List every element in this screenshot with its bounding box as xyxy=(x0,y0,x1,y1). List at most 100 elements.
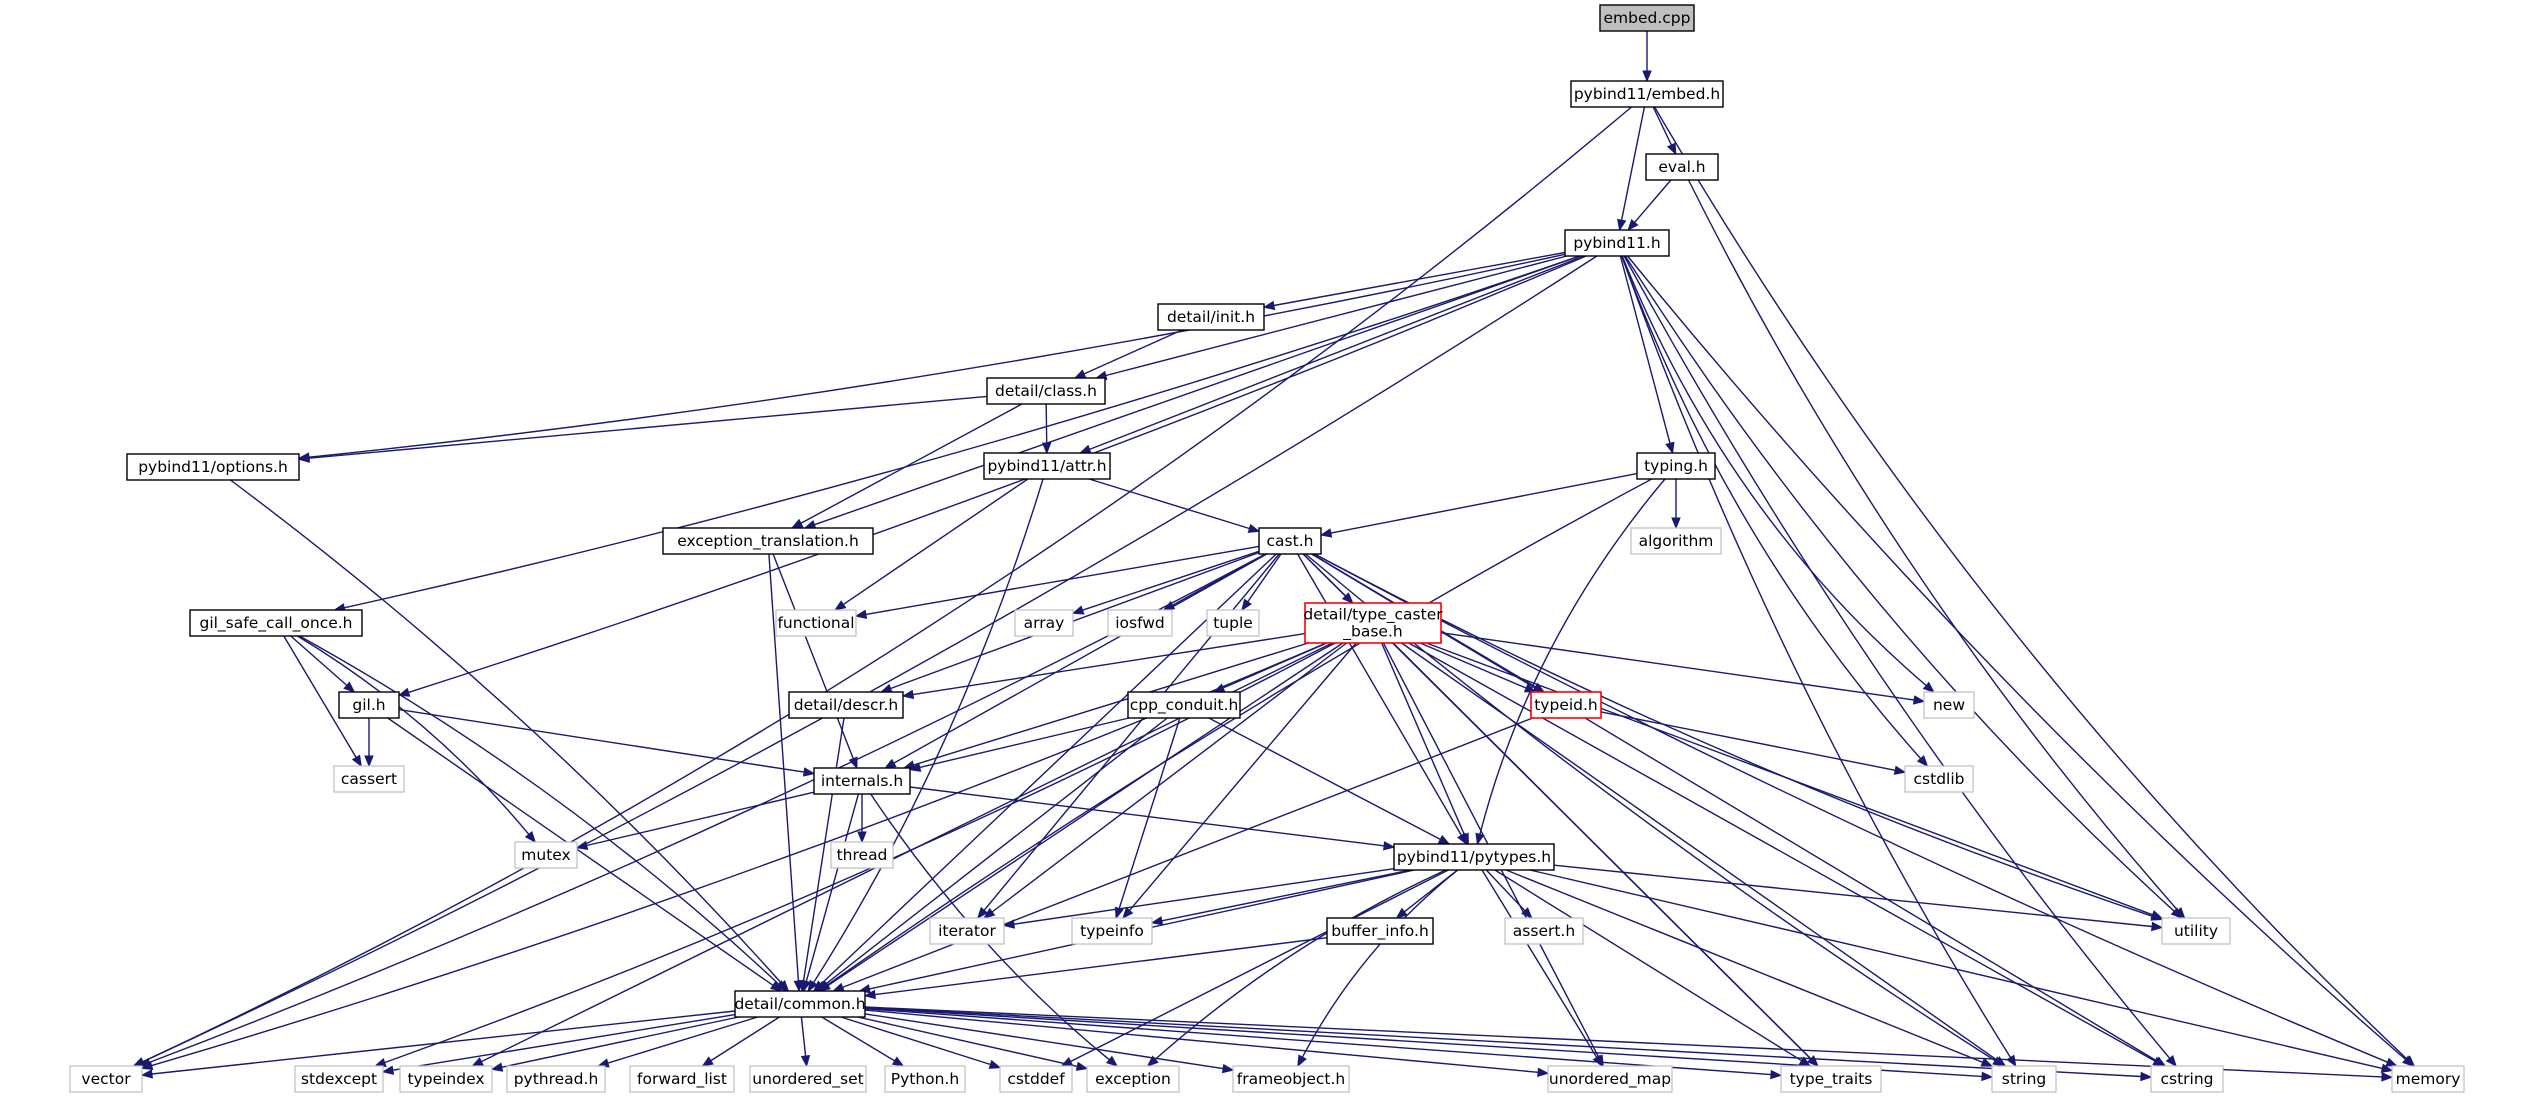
edge-cast_h-to-internals_h xyxy=(884,553,1268,769)
node-mutex: mutex xyxy=(514,841,578,869)
node-label: iosfwd xyxy=(1115,614,1165,632)
edge-line xyxy=(229,479,783,984)
edge-line xyxy=(893,553,1268,764)
edge-line xyxy=(813,478,1044,983)
node-box xyxy=(338,691,400,719)
edge-detail_type_caster_base_h-to-typeid_h xyxy=(1419,642,1537,693)
arrowhead-icon xyxy=(575,840,589,851)
arrowhead-icon xyxy=(373,1058,387,1067)
edge-gil_h-to-internals_h xyxy=(398,708,816,777)
node-embed-cpp[interactable]: embed.cpp xyxy=(1599,4,1695,32)
node-label: new xyxy=(1933,696,1965,714)
node-typeinfo: typeinfo xyxy=(1071,917,1153,945)
edge-pybind11_h-to-utility xyxy=(1624,255,2183,919)
edge-detail_type_caster_base_h-to-utility xyxy=(1426,642,2164,920)
node-buffer-info-h[interactable]: buffer_info.h xyxy=(1326,917,1434,945)
arrowhead-icon xyxy=(815,980,828,992)
node-box xyxy=(1991,1065,2057,1093)
node-detail-class-h[interactable]: detail/class.h xyxy=(986,377,1106,405)
edge-line xyxy=(1621,255,1927,687)
node-pybind11-attr-h[interactable]: pybind11/attr.h xyxy=(983,452,1111,480)
edge-cpp_conduit_h-to-pybind11_pytypes_h xyxy=(1208,717,1451,845)
node-typing-h[interactable]: typing.h xyxy=(1636,452,1716,480)
arrowhead-icon xyxy=(1671,517,1681,530)
edge-eval_h-to-pybind11_h xyxy=(1627,179,1672,232)
node-pybind11-embed-h[interactable]: pybind11/embed.h xyxy=(1570,80,1724,108)
edge-line xyxy=(1479,478,1666,835)
edge-typing_h-to-cast_h xyxy=(1319,472,1638,538)
node-label: thread xyxy=(837,846,888,864)
node-internals-h[interactable]: internals.h xyxy=(813,767,911,795)
node-label: detail/type_caster xyxy=(1303,606,1443,625)
node-detail-descr-h[interactable]: detail/descr.h xyxy=(788,691,904,719)
node-string: string xyxy=(1991,1065,2057,1093)
edge-detail_common_h-to-cstring xyxy=(864,1006,2153,1082)
node-assert-h: assert.h xyxy=(1504,917,1584,945)
node-label: vector xyxy=(81,1070,131,1088)
arrowhead-icon xyxy=(879,683,893,693)
edge-pybind11_embed_h-to-memory xyxy=(1653,106,2416,1067)
edge-pybind11_pytypes_h-to-frameobject_h xyxy=(1297,869,1459,1068)
node-typeid-h[interactable]: typeid.h xyxy=(1530,691,1602,719)
edge-line xyxy=(1013,868,1395,925)
node-label: embed.cpp xyxy=(1604,9,1691,27)
arrowhead-icon xyxy=(297,453,310,463)
node-cpp-conduit-h[interactable]: cpp_conduit.h xyxy=(1127,691,1241,719)
edge-embed_cpp-to-pybind11_embed_h xyxy=(1642,30,1652,83)
arrowhead-icon xyxy=(2152,1056,2165,1067)
node-label: string xyxy=(2002,1070,2047,1088)
arrowhead-icon xyxy=(1665,441,1675,455)
edge-line xyxy=(1083,329,1183,375)
edge-detail_common_h-to-cstddef xyxy=(840,1016,1002,1069)
edge-line xyxy=(1301,869,1459,1058)
node-label: utility xyxy=(2174,922,2218,940)
arrowhead-icon xyxy=(1532,682,1546,693)
node-pybind11-h[interactable]: pybind11.h xyxy=(1564,229,1670,257)
arrowhead-icon xyxy=(343,681,356,693)
edge-detail_type_caster_base_h-to-new xyxy=(1440,632,1926,705)
edge-line xyxy=(864,1009,1539,1073)
edge-line xyxy=(913,642,1309,766)
edge-line xyxy=(800,403,1023,524)
node-label: cast.h xyxy=(1267,532,1314,550)
edge-pybind11_h-to-gil_h xyxy=(397,255,1587,697)
arrowhead-icon xyxy=(471,1057,484,1067)
edge-exception_translation_h-to-internals_h xyxy=(772,553,858,770)
node-detail-init-h[interactable]: detail/init.h xyxy=(1157,303,1265,331)
node-box xyxy=(1232,1065,1350,1093)
node-detail-type-caster-base-h[interactable]: detail/type_caster_base.h xyxy=(1303,602,1443,644)
node-label: typeindex xyxy=(407,1070,484,1088)
edge-line xyxy=(387,717,774,986)
node-cast-h[interactable]: cast.h xyxy=(1258,527,1322,555)
edge-line xyxy=(824,717,1168,986)
edge-detail_common_h-to-vector xyxy=(140,1010,736,1079)
edge-line xyxy=(408,255,1587,694)
node-gil-h[interactable]: gil.h xyxy=(338,691,400,719)
arrowhead-icon xyxy=(1770,1069,1783,1080)
edge-pybind11_pytypes_h-to-assert_h xyxy=(1485,869,1533,919)
node-box xyxy=(788,691,904,719)
node-box xyxy=(1564,229,1670,257)
node-eval-h[interactable]: eval.h xyxy=(1645,153,1719,181)
node-box xyxy=(1127,691,1241,719)
edge-pybind11_h-to-pybind11_attr_h xyxy=(1078,255,1585,454)
node-pybind11-pytypes-h[interactable]: pybind11/pytypes.h xyxy=(1393,843,1555,871)
arrowhead-icon xyxy=(1297,1054,1307,1068)
edge-internals_h-to-pybind11_pytypes_h xyxy=(909,786,1396,851)
edge-pybind11_options_h-to-detail_common_h xyxy=(229,479,790,993)
edge-pybind11_h-to-memory xyxy=(1627,255,2415,1067)
node-cstddef: cstddef xyxy=(999,1065,1073,1093)
node-pybind11-options-h[interactable]: pybind11/options.h xyxy=(126,453,300,481)
edge-typeid_h-to-cstdlib xyxy=(1600,711,1907,775)
arrowhead-icon xyxy=(1642,70,1652,83)
edge-line xyxy=(909,786,1385,847)
node-box xyxy=(333,765,405,793)
node-typeindex: typeindex xyxy=(399,1065,493,1093)
edge-cast_h-to-functional xyxy=(854,545,1260,619)
node-detail-common-h[interactable]: detail/common.h xyxy=(734,990,866,1018)
node-gil-safe-call-once-h[interactable]: gil_safe_call_once.h xyxy=(189,609,363,637)
node-box xyxy=(2161,917,2231,945)
arrowhead-icon xyxy=(1459,832,1469,846)
arrowhead-icon xyxy=(1105,1055,1119,1067)
node-exception-translation-h[interactable]: exception_translation.h xyxy=(662,527,874,555)
